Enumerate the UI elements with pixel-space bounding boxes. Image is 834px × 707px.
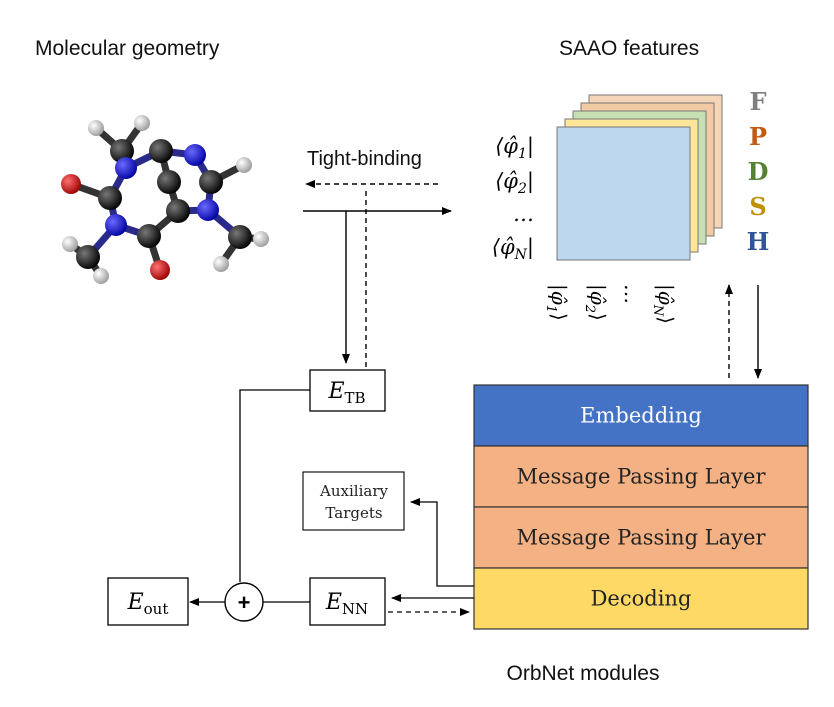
module-message-passing-layer — [473, 506, 809, 569]
hydrogen-atom — [62, 236, 78, 252]
hydrogen-atom — [88, 120, 104, 136]
carbon-atom — [149, 139, 173, 163]
e-out-label: Eout — [127, 590, 169, 618]
orbital-letter-p: P — [749, 122, 767, 151]
auxiliary-targets-box — [302, 471, 405, 531]
ket-label: |φ̂1⟩ — [543, 284, 571, 321]
etb-to-sum-line — [239, 389, 310, 582]
carbon-atom — [76, 245, 100, 269]
decoding-to-auxiliary-arrow — [410, 498, 474, 587]
saao-features-title: SAAO features — [559, 37, 699, 60]
plus-icon: + — [238, 590, 251, 615]
nitrogen-atom — [184, 144, 206, 166]
tight-binding-label: Tight-binding — [307, 148, 422, 170]
molecule-model — [61, 115, 269, 284]
hydrogen-atom — [93, 268, 109, 284]
molecular-geometry-title: Molecular geometry — [35, 37, 220, 60]
hydrogen-atom — [134, 115, 150, 131]
auxiliary-label-line1: Auxiliary — [319, 482, 388, 500]
nitrogen-atom — [115, 157, 137, 179]
ket-label: |φ̂N⟩ — [650, 284, 678, 324]
carbon-atom — [228, 225, 252, 249]
orbital-letter-s: S — [749, 192, 766, 221]
carbon-atom — [166, 199, 190, 223]
orbnet-modules-title: OrbNet modules — [507, 662, 660, 685]
orbital-letter-d: D — [748, 157, 769, 186]
auxiliary-label-line2: Targets — [325, 504, 382, 522]
e-tb-box — [309, 369, 386, 412]
nitrogen-atom — [105, 214, 127, 236]
hydrogen-atom — [213, 256, 229, 272]
orbital-letter-h: H — [747, 227, 770, 256]
hydrogen-atom — [253, 231, 269, 247]
module-embedding — [473, 384, 809, 447]
orbital-letter-f: F — [749, 87, 766, 116]
module-message-passing-layer — [473, 445, 809, 508]
carbon-atom — [199, 170, 223, 194]
oxygen-atom — [61, 174, 81, 194]
ket-label: |φ̂2⟩ — [582, 284, 610, 321]
carbon-atom — [157, 170, 181, 194]
bra-label: ⟨φ̂2| — [495, 169, 534, 197]
bra-label: ⟨φ̂N| — [492, 235, 534, 263]
module-label: Decoding — [591, 587, 692, 611]
bra-labels: ⟨φ̂1| ⟨φ̂2| … ⟨φ̂N| — [492, 134, 534, 263]
e-out-box — [107, 577, 189, 626]
saao-feature-stack — [556, 94, 723, 261]
module-decoding — [473, 567, 809, 630]
ket-label: … — [620, 284, 644, 304]
module-label: Embedding — [580, 404, 702, 428]
carbon-atom — [137, 224, 161, 248]
e-nn-label: ENN — [325, 590, 368, 618]
feature-layer-h — [556, 126, 691, 261]
hydrogen-atom — [236, 157, 252, 173]
ket-labels: |φ̂1⟩ |φ̂2⟩ … |φ̂N⟩ — [543, 284, 678, 324]
oxygen-atom — [150, 260, 170, 280]
carbon-atom — [110, 139, 134, 163]
e-tb-label: ETB — [327, 379, 365, 407]
e-nn-box — [309, 577, 386, 626]
carbon-atom — [98, 186, 122, 210]
module-label: Message Passing Layer — [517, 526, 767, 550]
bra-label: … — [513, 202, 534, 226]
module-label: Message Passing Layer — [517, 465, 767, 489]
bra-label: ⟨φ̂1| — [495, 134, 534, 162]
nitrogen-atom — [197, 199, 219, 221]
